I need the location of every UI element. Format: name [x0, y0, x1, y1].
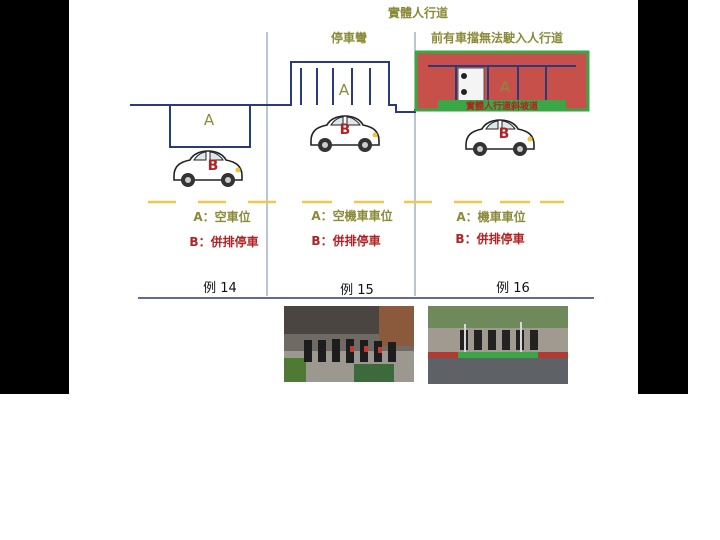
panel2-car-label: B	[340, 122, 351, 138]
panel2-slot-label: A	[339, 81, 350, 99]
panel3-legend-b: B：併排停車	[455, 231, 524, 246]
panel2-heading: 停車彎	[331, 30, 367, 45]
panel2-legend-b: B：併排停車	[311, 233, 380, 248]
photo-example-15	[284, 306, 414, 382]
right-letterbox	[638, 0, 688, 394]
panel1-legend-b: B：併排停車	[189, 234, 258, 249]
parking-diagram: 實體人行道 停車彎 前有車擋無法駛入人行道 A A A B B B 實體人行道斜…	[130, 5, 594, 299]
panel3-example-label: 例 16	[496, 281, 530, 296]
panel1-car-label: B	[208, 158, 219, 174]
panel2-example-label: 例 15	[340, 283, 374, 298]
panel2-legend-a: A：空機車車位	[311, 208, 392, 223]
panel1-slot-label: A	[204, 111, 215, 129]
panel3-slot-label: A	[500, 78, 511, 96]
panel3-heading: 前有車擋無法駛入人行道	[431, 30, 563, 45]
photo-example-16	[428, 306, 568, 384]
panel3-ramp-bar	[438, 100, 566, 111]
panel1-example-label: 例 14	[203, 281, 237, 296]
bollard-icon	[461, 89, 467, 95]
panel1-legend-a: A：空車位	[193, 209, 250, 224]
panel3-stall-lines	[428, 65, 576, 100]
panel1-slot-box	[169, 104, 251, 148]
panel3-legend-a: A：機車車位	[456, 209, 525, 224]
panel3-scooter-image	[457, 67, 485, 105]
panel3-ramp-label: 實體人行道斜坡道	[466, 100, 538, 112]
panel3-car-label: B	[499, 126, 510, 142]
bollard-icon	[461, 73, 467, 79]
left-letterbox	[0, 0, 69, 394]
top-title: 實體人行道	[388, 5, 448, 20]
panel2-scooter-stalls	[300, 68, 371, 105]
